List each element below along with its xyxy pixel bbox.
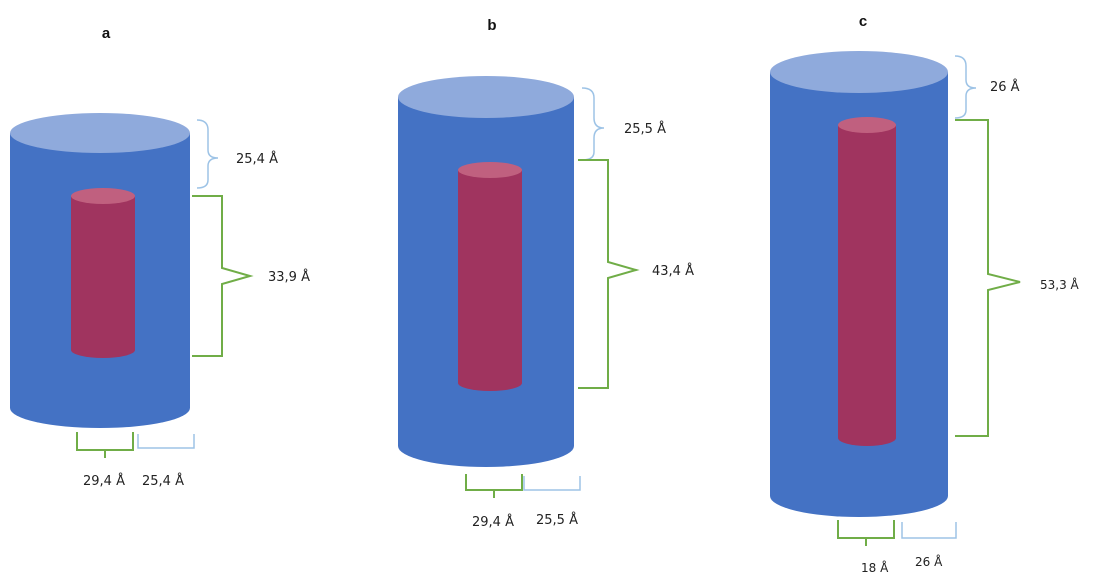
panel-a-shell-height-label: 25,4 Å	[236, 151, 278, 167]
panel-a-shell-height-brace	[196, 119, 219, 189]
panel-a-core-length-brace	[192, 195, 254, 357]
panel-b-core-top	[458, 162, 522, 178]
panel-b-shell-height-label: 25,5 Å	[624, 121, 666, 137]
panel-c-label: c	[859, 13, 867, 30]
panel-b-core-length-label: 43,4 Å	[652, 263, 694, 279]
panel-a-core-diameter-label: 29,4 Å	[83, 473, 125, 489]
panel-c-core-length-brace	[955, 119, 1021, 437]
panel-c-core-diameter-brace	[837, 520, 895, 546]
panel-c-core-diameter-label: 18 Å	[861, 560, 889, 575]
panel-a-core-diameter-brace	[76, 432, 134, 458]
panel-a-shell-thickness-label: 25,4 Å	[142, 473, 184, 489]
panel-c-core-length-label: 53,3 Å	[1040, 277, 1080, 292]
panel-a-core-length-label: 33,9 Å	[268, 269, 310, 285]
panel-a-shell-thickness-brace	[137, 434, 195, 449]
panel-c-core-top	[838, 117, 896, 133]
panel-a-shell-top	[10, 113, 190, 153]
panel-c-shell-thickness-brace	[901, 522, 957, 539]
panel-b-shell-top	[398, 76, 574, 118]
panel-b-shell-height-brace	[581, 87, 605, 161]
panel-b: b 25,5 Å 43,4 Å 29,4 Å 25,5 Å	[398, 17, 694, 530]
panel-a: a 25,4 Å 33,9 Å 29,4 Å 25,4 Å	[10, 25, 310, 489]
panel-c-shell-top	[770, 51, 948, 93]
panel-b-label: b	[487, 17, 496, 34]
panel-b-core-diameter-brace	[465, 474, 523, 498]
panel-b-shell-thickness-label: 25,5 Å	[536, 512, 578, 528]
panel-c-shell-height-label: 26 Å	[990, 79, 1020, 95]
panel-a-label: a	[102, 25, 111, 42]
panel-a-core-body	[71, 196, 135, 358]
panel-c-shell-height-brace	[954, 55, 977, 119]
panel-c-shell-thickness-label: 26 Å	[915, 554, 943, 569]
panel-b-core-body	[458, 170, 522, 391]
panel-b-core-length-brace	[578, 159, 640, 389]
panel-c-core-body	[838, 125, 896, 446]
panel-c: c 26 Å 53,3 Å 18 Å 26 Å	[770, 13, 1080, 575]
panel-b-core-diameter-label: 29,4 Å	[472, 514, 514, 530]
panel-b-shell-thickness-brace	[523, 476, 581, 491]
panel-a-core-top	[71, 188, 135, 204]
